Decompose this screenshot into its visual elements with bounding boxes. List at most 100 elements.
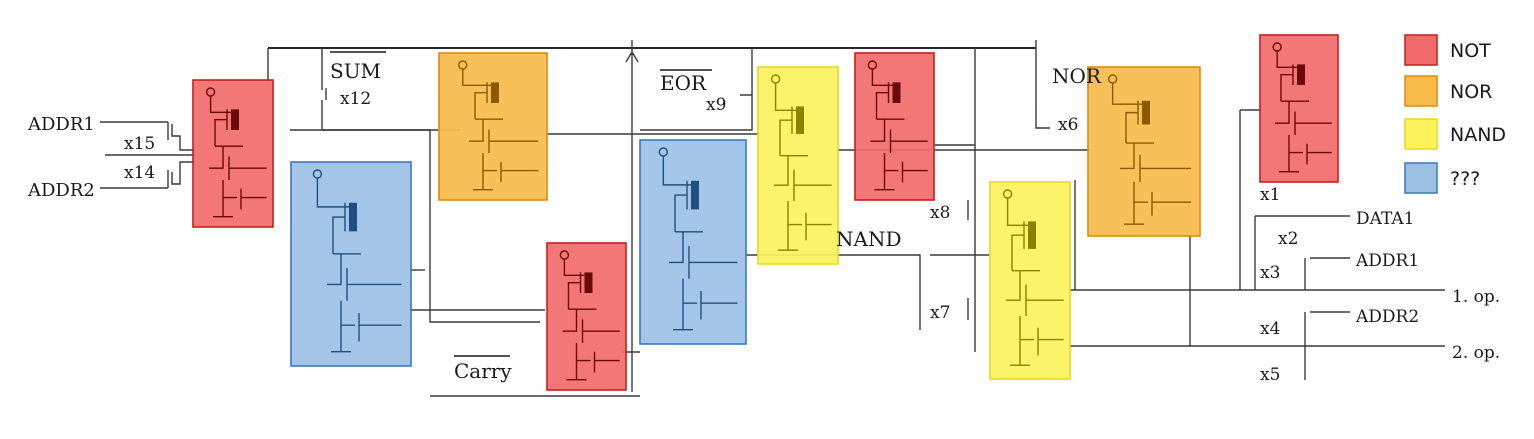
switch-transistor [327, 253, 402, 301]
legend: NOT NOR NAND ??? [1404, 34, 1506, 194]
load-transistor [892, 82, 901, 103]
not-gate-1 [192, 79, 274, 228]
ground-node [473, 170, 493, 191]
gate-box [192, 79, 274, 228]
supply-wire [462, 69, 493, 87]
x14-label: x14 [124, 163, 155, 183]
ground-node [1010, 339, 1030, 366]
gate-box [989, 181, 1071, 380]
ground-node [213, 197, 233, 218]
legend-swatch-nor [1404, 75, 1438, 107]
load-transistor [1028, 221, 1036, 249]
nor-gate-2 [1087, 66, 1201, 237]
labels: ADDR1 ADDR2 x15 x14 SUM x12 EOR x9 NOR x… [27, 51, 1500, 385]
not-gate-2 [546, 242, 627, 391]
switch-transistor [1120, 142, 1192, 182]
ground-node [673, 303, 693, 331]
x12-label: x12 [340, 89, 371, 109]
arrow-up-icon [625, 50, 639, 63]
eor-wire [640, 48, 753, 131]
op2-label: 2. op. [1452, 343, 1500, 363]
not-gate-3 [854, 52, 935, 201]
legend-label-unknown: ??? [1450, 168, 1480, 190]
data1-label: DATA1 [1356, 209, 1414, 229]
carry-label: Carry [454, 359, 512, 383]
load-wiring [875, 82, 890, 120]
addr1-right-label: ADDR1 [1355, 251, 1419, 271]
ground-node [1124, 202, 1144, 225]
supply-wire [871, 69, 895, 87]
x7-label: x7 [930, 303, 950, 323]
addr2-left-label: ADDR2 [27, 180, 95, 201]
switch-transistor [209, 145, 267, 180]
supply-wire [1111, 83, 1144, 105]
supply-wire [1006, 198, 1030, 227]
gate-box [438, 52, 548, 201]
addr2-right-label: ADDR2 [1355, 307, 1419, 327]
switch-transistor [1006, 269, 1064, 316]
x9-label: x9 [706, 95, 726, 115]
supply-wire [774, 83, 798, 112]
ground-node [566, 360, 587, 381]
not-gate-4 [1259, 34, 1339, 183]
load-wiring [1125, 100, 1139, 144]
legend-label-nand: NAND [1450, 124, 1506, 146]
nor-text-label: NOR [1052, 64, 1102, 88]
x3-label: x3 [1260, 263, 1280, 283]
ground-node [778, 224, 798, 251]
x15-transistor [167, 122, 195, 151]
legend-swatch-not [1404, 34, 1438, 66]
ground-node [874, 170, 895, 191]
ground-node [331, 325, 351, 353]
load-wiring [332, 202, 346, 254]
load-wiring [214, 109, 228, 147]
gate-box [290, 161, 412, 367]
ground-node [1279, 152, 1299, 173]
x1-label: x1 [1260, 185, 1280, 205]
addr1-left-label: ADDR1 [27, 114, 95, 135]
legend-label-nor: NOR [1450, 81, 1492, 103]
load-transistor [584, 272, 593, 293]
gate-box [546, 242, 627, 391]
switch-transistor [469, 118, 539, 153]
legend-label-not: NOT [1450, 40, 1491, 62]
gate-box [639, 139, 747, 345]
load-wiring [1280, 64, 1294, 102]
internal-wire-a [290, 129, 540, 323]
supply-wire [209, 96, 233, 114]
load-wiring [1011, 221, 1025, 271]
gates [192, 34, 1339, 391]
nand-gate-1 [757, 66, 839, 265]
gate-box [854, 52, 935, 201]
legend-swatch-unknown [1404, 162, 1438, 194]
supply-wire [563, 259, 587, 277]
x15-label: x15 [124, 134, 155, 154]
sum-label: SUM [330, 59, 381, 83]
supply-wire [1276, 51, 1299, 69]
x4-label: x4 [1260, 319, 1280, 339]
supply-wire [662, 156, 693, 186]
switch-transistor [870, 118, 928, 153]
load-transistor [1297, 64, 1305, 85]
x6-wire [1035, 110, 1050, 129]
op1-label: 1. op. [1452, 287, 1500, 307]
gate-box [1259, 34, 1339, 183]
load-transistor [349, 202, 357, 232]
load-wiring [779, 106, 793, 156]
x6-label: x6 [1058, 115, 1078, 135]
unknown-gate-1 [290, 161, 412, 367]
legend-swatch-nand [1404, 118, 1438, 150]
load-wiring [674, 180, 688, 232]
switch-transistor [774, 154, 832, 201]
gate-box [1087, 66, 1201, 237]
gate-box [757, 66, 839, 265]
switch-transistor [562, 308, 620, 343]
load-transistor [491, 82, 499, 103]
load-wiring [474, 82, 488, 120]
nand-out-wire [745, 254, 921, 330]
load-wiring [567, 272, 582, 310]
load-transistor [231, 109, 239, 130]
unknown-gate-2 [639, 139, 747, 345]
eor-label: EOR [660, 71, 707, 95]
